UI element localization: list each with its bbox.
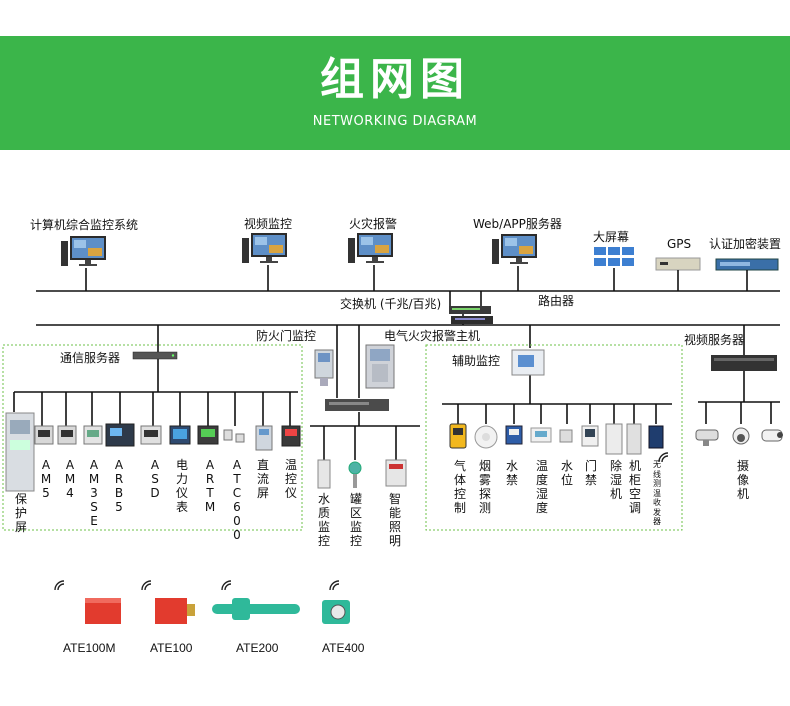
network-lines — [13, 265, 780, 460]
node-label: 计算机综合监控系统 — [30, 218, 139, 232]
aux-monitor-icon — [511, 349, 545, 376]
meter-icon — [34, 423, 301, 451]
switch-icon — [449, 306, 491, 314]
page-subtitle: NETWORKING DIAGRAM — [312, 114, 478, 129]
sensor-label: ATE100M — [63, 641, 116, 655]
sensor-label: ATE100 — [150, 641, 193, 655]
page-title: 组网图 — [320, 54, 470, 105]
video-server-label: 视频服务器 — [684, 333, 745, 347]
switch-label: 交换机 (千兆/百兆) — [340, 297, 442, 311]
device-label: AM4 — [64, 458, 76, 500]
device-label: 烟雾探测 — [478, 459, 491, 515]
device-label: 保护屏 — [14, 492, 27, 534]
group-frames — [2, 344, 683, 531]
fire-alarm-host-label: 电气火灾报警主机 — [384, 329, 481, 343]
router-label: 路由器 — [538, 294, 575, 308]
device-label: 无线测温收发器 — [653, 460, 661, 526]
wifi-icon — [54, 452, 669, 591]
device-label: 水位 — [560, 459, 573, 487]
node-label: 大屏幕 — [593, 230, 630, 244]
aux-monitor-label: 辅助监控 — [452, 354, 501, 368]
fire-alarm-host-icon — [365, 344, 395, 389]
node-label: GPS — [667, 237, 692, 251]
smart-lighting-icon — [385, 459, 407, 487]
middle-rack-icon — [325, 399, 389, 411]
device-label: ASD — [150, 458, 160, 500]
device-label: 直流屏 — [256, 458, 269, 500]
device-label: 智能照明 — [388, 492, 401, 548]
computer-icon — [348, 233, 393, 263]
tank-monitor-icon — [348, 461, 362, 488]
protection-panel-icon — [5, 412, 35, 492]
device-label: 机柜空调 — [628, 459, 641, 515]
video-wall-icon — [594, 247, 634, 266]
device-label: AM5 — [40, 458, 52, 500]
device-label: ARB5 — [114, 458, 124, 514]
comm-server-label: 通信服务器 — [60, 351, 121, 365]
device-label: 除湿机 — [609, 459, 622, 501]
header-banner — [0, 36, 790, 150]
node-label: 火灾报警 — [349, 217, 398, 231]
video-server-icon — [711, 355, 777, 371]
water-quality-sensor-icon — [317, 459, 331, 489]
computer-icon — [61, 236, 106, 266]
sensor-label: ATE200 — [236, 641, 279, 655]
gps-receiver-icon — [655, 257, 701, 271]
device-label: 门禁 — [584, 459, 597, 487]
node-label: 认证加密装置 — [709, 237, 782, 251]
camera-icon — [695, 427, 783, 446]
device-label: 温度湿度 — [535, 459, 548, 515]
device-label: AM3SE — [88, 458, 100, 528]
encryption-device-icon — [715, 258, 779, 271]
ate400-sensor-icon — [322, 600, 350, 624]
sensor-label: ATE400 — [322, 641, 365, 655]
computer-icon — [242, 233, 287, 263]
device-label: 气体控制 — [453, 459, 466, 515]
node-label: Web/APP服务器 — [473, 217, 562, 231]
device-label: 温控仪 — [284, 458, 297, 500]
aux-device-icons — [449, 423, 664, 455]
device-label: 水禁 — [505, 459, 518, 487]
node-label: 视频监控 — [244, 217, 293, 231]
ate200-sensor-icon — [212, 598, 300, 620]
comm-server-icon — [132, 351, 178, 360]
fire-door-label: 防火门监控 — [256, 329, 317, 343]
device-label: ATC600 — [232, 458, 242, 542]
device-label: 电力仪表 — [175, 458, 188, 514]
ate100m-sensor-icon — [85, 598, 121, 624]
ate100-sensor-icon — [155, 598, 195, 624]
router-icon — [451, 316, 493, 324]
device-label: ARTM — [204, 458, 216, 514]
fire-door-kiosk-icon — [314, 349, 334, 386]
device-label: 水质监控 — [317, 492, 330, 548]
computer-icon — [492, 234, 537, 264]
device-label: 罐区监控 — [349, 492, 362, 548]
device-label: 摄像机 — [736, 459, 749, 501]
